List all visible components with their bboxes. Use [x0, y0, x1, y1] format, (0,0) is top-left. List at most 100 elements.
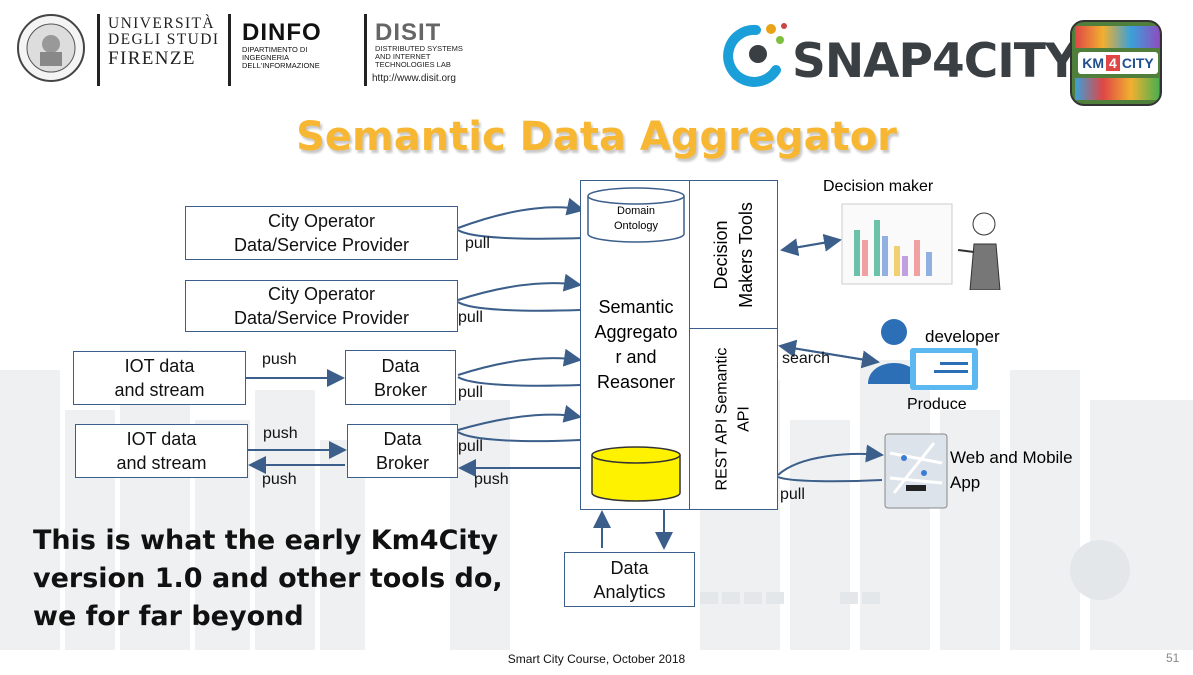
push-label: push	[263, 425, 298, 442]
pull-loop-2-back	[457, 301, 581, 312]
caption-line: This is what the early Km4City	[33, 525, 499, 556]
box-line: Data	[383, 429, 422, 449]
aggregator-line: Reasoner	[596, 372, 676, 392]
box-line: Data/Service Provider	[233, 235, 410, 255]
slide-title: Semantic Data Aggregator	[296, 114, 897, 160]
box-line: and stream	[114, 380, 205, 400]
pull-loop-5	[777, 444, 884, 476]
box-line: Broker	[373, 379, 427, 400]
aggregator-label: Semantic Aggregato r and Reasoner	[589, 295, 683, 395]
dinfo-logo: DINFO	[242, 19, 322, 46]
disit-sub-line: DISTRIBUTED SYSTEMS	[375, 44, 463, 53]
developer-icon	[868, 319, 978, 390]
rest-api-line: API	[735, 406, 753, 432]
push-label: push	[474, 471, 509, 488]
pull-label: pull	[458, 309, 483, 326]
rest-api-box	[689, 328, 778, 510]
pull-loop-4-back	[457, 431, 581, 443]
rest-api-label-wrap: REST API Semantic API	[689, 328, 778, 510]
decision-maker-chart-icon	[841, 203, 1001, 290]
caption-line: we for far beyond	[33, 601, 304, 632]
header-divider	[228, 14, 231, 86]
dinfo-sub-line: INGEGNERIA	[242, 53, 290, 62]
iot-box-1: IOT data and stream	[73, 351, 246, 405]
pull-loop-5-back	[777, 476, 883, 483]
pull-label: pull	[465, 235, 490, 252]
web-mobile-line: Web and Mobile	[950, 448, 1073, 467]
decision-link-back	[780, 238, 841, 257]
dinfo-subtitle: DIPARTIMENTO DI INGEGNERIA DELL'INFORMAZ…	[242, 46, 320, 70]
ontology-line: Domain	[617, 205, 655, 217]
university-name: UNIVERSITÀ DEGLI STUDI FIRENZE	[108, 16, 219, 70]
decision-tools-line: Makers Tools	[735, 201, 756, 308]
dinfo-sub-line: DELL'INFORMAZIONE	[242, 61, 320, 70]
pull-loop-3-back	[457, 376, 581, 387]
university-line-1: UNIVERSITÀ	[108, 15, 215, 32]
disit-sub-line: AND INTERNET	[375, 52, 431, 61]
university-line-2: DEGLI STUDI	[108, 31, 220, 48]
search-link-back	[778, 339, 879, 363]
km4city-icons-row	[1075, 26, 1159, 48]
dinfo-sub-line: DIPARTIMENTO DI	[242, 45, 308, 54]
search-label: search	[782, 350, 831, 367]
pull-label: pull	[780, 486, 805, 503]
decision-makers-tools-box	[689, 180, 778, 329]
rest-api-line: REST API Semantic	[713, 347, 731, 491]
disit-sub-line: TECHNOLOGIES LAB	[375, 60, 451, 69]
iot-box-2: IOT data and stream	[75, 424, 248, 478]
box-line: IOT data	[124, 356, 195, 376]
aggregator-line: Semantic	[598, 297, 674, 317]
mobile-map-app-icon	[884, 433, 948, 509]
box-line: Broker	[375, 453, 429, 473]
box-line: Data	[381, 355, 420, 376]
pull-loop-2	[457, 273, 582, 301]
pull-label: pull	[458, 438, 483, 455]
box-line: City Operator	[267, 284, 376, 304]
box-line: Analytics	[593, 581, 666, 602]
decision-tools-label: Decision Makers Tools	[709, 202, 759, 308]
box-line: City Operator	[267, 211, 376, 231]
km4city-city: CITY	[1121, 55, 1154, 71]
pull-loop-1-back	[457, 229, 584, 240]
header-divider	[364, 14, 367, 86]
domain-ontology-database-icon	[587, 187, 685, 243]
km4city-wordmark: KM 4 CITY	[1078, 52, 1158, 74]
box-line: Data/Service Provider	[233, 308, 410, 328]
page-number: 51	[1166, 651, 1180, 665]
university-seal-icon	[17, 14, 85, 82]
box-line: Data	[610, 557, 649, 578]
aggregator-line: r and	[615, 347, 657, 367]
pull-loop-1	[457, 197, 585, 229]
km4city-logo: KM 4 CITY	[1070, 20, 1162, 106]
km4city-icons-row	[1075, 78, 1159, 100]
web-mobile-app-label: Web and Mobile App	[950, 445, 1073, 495]
push-label: push	[262, 471, 297, 488]
pull-loop-4	[457, 405, 582, 431]
box-line: IOT data	[126, 429, 197, 449]
ontology-line: Ontology	[613, 220, 659, 232]
push-label: push	[262, 351, 297, 368]
disit-logo: DISIT	[375, 19, 442, 46]
aggregator-line: Aggregato	[594, 322, 678, 342]
web-mobile-line: App	[950, 473, 981, 492]
km4city-4: 4	[1106, 55, 1120, 71]
yellow-database-icon	[591, 446, 681, 502]
km4city-km: KM	[1082, 55, 1105, 71]
decision-tools-line: Decision	[710, 219, 731, 290]
caption-line: version 1.0 and other tools do,	[33, 563, 503, 594]
domain-ontology-label: Domain Ontology	[586, 204, 686, 234]
pull-label: pull	[458, 384, 483, 401]
slide-footer: Smart City Course, October 2018	[507, 652, 686, 666]
produce-label: Produce	[907, 396, 967, 413]
snap4city-wordmark: SNAP4CITY	[792, 34, 1079, 89]
box-line: and stream	[116, 453, 207, 473]
developer-label: developer	[925, 327, 1000, 346]
rest-api-label: REST API Semantic API	[712, 348, 756, 491]
decision-maker-label: Decision maker	[823, 178, 934, 195]
